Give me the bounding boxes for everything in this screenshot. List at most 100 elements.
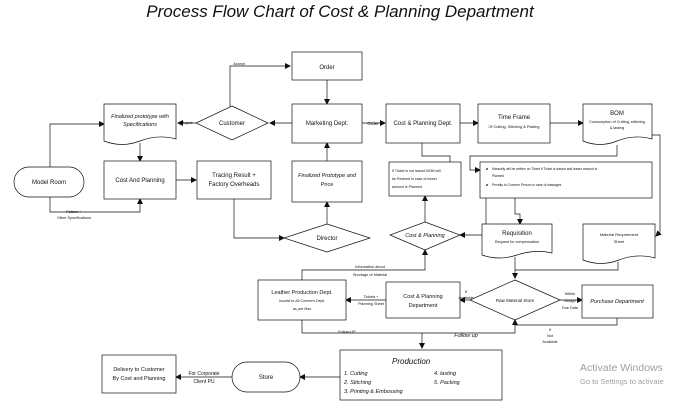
label-followup-1: Follow UP xyxy=(338,330,356,334)
edge-leather-production xyxy=(301,320,425,349)
costplanning-text: Cost And Planning xyxy=(115,178,164,184)
edge-materialsheet-store xyxy=(515,262,619,271)
label-ifavailable-1: If xyxy=(465,290,468,294)
edge-modelroom-prototype xyxy=(49,121,105,167)
price-text-1: Finalized Prototype and xyxy=(298,173,357,179)
bom-subtext-2: & lasting xyxy=(610,126,625,130)
delivery-box xyxy=(101,354,177,394)
manualnote-text-1b: Planned xyxy=(492,174,504,178)
label-followup-2: Follow up xyxy=(454,333,478,339)
requisition-subtext: Request for compensation xyxy=(495,240,539,244)
cp-dept-box xyxy=(385,103,461,144)
manualnote-box xyxy=(479,161,653,199)
delivery-text-2: By Cost and Planning xyxy=(113,376,166,382)
production-item-1: 1. Cutting xyxy=(344,371,368,377)
rawstore-text: Raw Material Store xyxy=(496,298,535,303)
label-ifnot-3: Available xyxy=(542,340,557,344)
watermark-line-1: Activate Windows xyxy=(580,362,663,374)
costplanning-diamond-text: Cost & Planning xyxy=(405,233,445,239)
delivery-text-1: Delivery to Customer xyxy=(113,367,165,373)
tracing-box xyxy=(196,160,272,200)
production-title: Production xyxy=(392,357,431,366)
costplanning-box xyxy=(103,160,177,200)
edge-modelroom-costplanning xyxy=(49,197,143,213)
director-diamond xyxy=(282,223,372,253)
leather-text-1: Leather Production Dept. xyxy=(271,290,333,296)
tracing-text-1: Tracing Result + xyxy=(212,173,256,179)
label-pattern-2: Other Specifications xyxy=(57,216,91,220)
label-tickets-2: Planning Sheet xyxy=(358,302,385,306)
cpdept2-text-1: Cost & Planning xyxy=(403,294,442,300)
cpdept2-text-2: Department xyxy=(409,303,438,309)
edge-bom-materialsheet xyxy=(652,134,662,237)
order-box xyxy=(291,51,363,81)
leather-text-2: Issued to All Concern Dept. xyxy=(279,299,325,303)
production-item-3: 3. Printing & Embossing xyxy=(344,389,404,395)
tracing-text-2: Factory Overheads xyxy=(208,182,259,188)
prototype-text-2: Specifications xyxy=(123,122,157,128)
edge-customer-order xyxy=(229,63,291,107)
order-text: Order xyxy=(319,65,334,71)
leather-text-3: as per flow xyxy=(293,307,312,311)
customer-diamond xyxy=(195,105,269,141)
watermark-line-2: Go to Settings to activate xyxy=(580,377,664,386)
edge-leather-diamond xyxy=(301,249,428,280)
marketing-text: Marketing Dept. xyxy=(306,121,349,127)
manualnote-text-1a: Manually will be written on Ticket if Ti… xyxy=(492,167,598,171)
production-item-2: 2. Stitching xyxy=(343,380,372,386)
label-info-1: Information about xyxy=(355,265,385,269)
label-ifavailable-2: Available xyxy=(458,296,473,300)
production-item-4: 4. lasting xyxy=(434,371,457,377)
bomnote-box xyxy=(388,161,462,197)
timeframe-box xyxy=(477,103,551,144)
label-accept: Accept xyxy=(233,62,246,66)
chart-title: Process Flow Chart of Cost & Planning De… xyxy=(146,2,534,21)
label-within-1: Within xyxy=(565,292,576,296)
label-corporate-1: For Corporate xyxy=(188,371,219,377)
prototype-doc xyxy=(103,103,177,145)
edge-cp-bomnote xyxy=(421,143,451,162)
store-terminator xyxy=(231,361,301,393)
bom-subtext-1: Consumption of Cutting, stitching xyxy=(589,120,645,124)
manualnote-bullet-1 xyxy=(486,168,488,170)
requisition-text: Requisition xyxy=(502,231,532,237)
requisition-doc xyxy=(481,223,553,259)
bom-text: BOM xyxy=(610,111,624,117)
edge-manual-requisition xyxy=(514,198,523,225)
connectors xyxy=(49,63,662,380)
cp-dept-text: Cost & Planning Dept. xyxy=(393,121,452,127)
bom-doc xyxy=(582,103,653,145)
bomnote-text-3: amount is Planned xyxy=(392,185,422,189)
label-order: Order xyxy=(367,121,379,126)
label-ifnot-1: If xyxy=(549,328,552,332)
edge-store-production xyxy=(422,320,516,334)
store-text: Store xyxy=(259,375,274,381)
price-text-2: Price xyxy=(321,182,334,188)
timeframe-text: Time Frame xyxy=(498,115,531,121)
director-text: Director xyxy=(316,236,337,242)
edge-tracing-director xyxy=(233,199,285,241)
prototype-text-1: Finalized prototype with xyxy=(111,114,169,120)
leather-box xyxy=(257,279,347,321)
edge-bom-manualnote xyxy=(469,145,618,173)
label-ifnot-2: Not xyxy=(547,334,554,338)
label-reject: Reject xyxy=(182,121,194,125)
materialsheet-doc xyxy=(582,223,656,264)
cpdept2-box xyxy=(385,281,461,319)
bomnote-text-1: If Ticket is not issued BOM will xyxy=(392,169,441,173)
modelroom-text: Model Room xyxy=(32,180,66,186)
purchase-box xyxy=(581,284,654,319)
edge-purchase-store-return xyxy=(512,318,618,326)
label-pattern-1: Pattern + xyxy=(66,210,82,214)
label-within-3: Due Date xyxy=(562,306,578,310)
purchase-text: Purchase Department xyxy=(590,299,644,305)
customer-text: Customer xyxy=(219,121,245,127)
marketing-box xyxy=(291,103,363,144)
timeframe-subtext: Of Cutting, Stitching & Pasting xyxy=(488,125,539,129)
materialsheet-text-1: Material Requirement xyxy=(600,232,639,237)
rawstore-diamond xyxy=(469,279,561,321)
manualnote-text-2: Penalty to Concern Person in case of was… xyxy=(492,183,562,187)
price-box xyxy=(291,160,363,203)
materialsheet-text-2: Sheet xyxy=(614,239,625,244)
modelroom-terminator xyxy=(13,166,85,198)
